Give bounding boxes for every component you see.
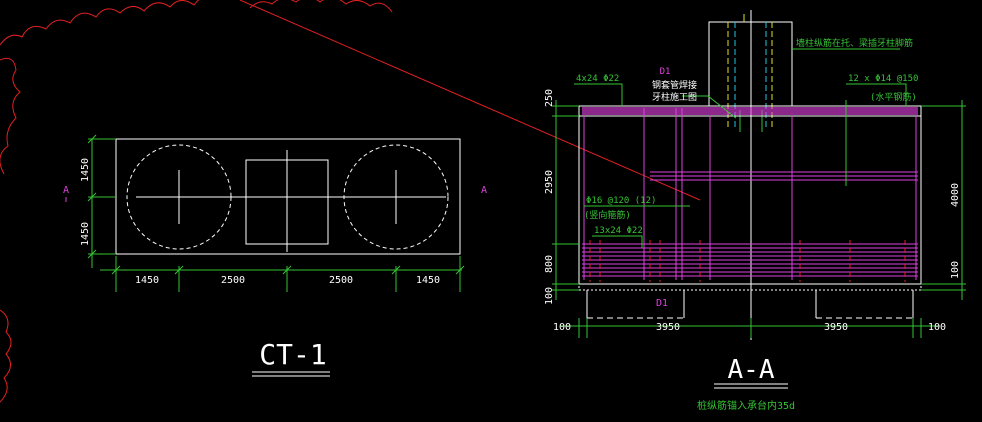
plan-view: 1450 1450 1450 2500 2500 1450 A A CT-1	[63, 134, 487, 377]
label-sleeve-line2: 牙柱施工图	[652, 91, 697, 103]
red-leader-line	[239, 0, 701, 201]
section-dim-bottom-3: 3950	[824, 322, 848, 333]
label-vertical-sub: (竖向箍筋)	[584, 209, 631, 221]
label-d1-bottom: D1	[656, 298, 668, 309]
section-dims-right	[921, 100, 966, 300]
section-dim-left-1: 250	[544, 89, 555, 107]
section-dim-bottom-4: 100	[928, 322, 946, 333]
vertical-stirrups	[583, 108, 917, 280]
section-mark-left: A	[63, 185, 69, 196]
blinding-layer	[578, 283, 922, 291]
section-dim-right-1: 4000	[950, 183, 961, 207]
section-dims-left	[552, 100, 579, 300]
piles-below	[586, 290, 914, 319]
label-bottom-bar: 13x24 Φ22	[594, 226, 643, 236]
section-mark-right: A	[481, 185, 487, 196]
plan-dim-left-1: 1450	[80, 158, 91, 182]
section-dim-left-4: 100	[544, 287, 555, 305]
section-caption: 桩纵筋锚入承台内35d	[697, 399, 795, 412]
revision-cloud	[0, 0, 393, 403]
middle-horizontal-bars	[650, 171, 918, 181]
section-dim-bottom-1: 100	[553, 322, 571, 333]
top-reinforcement	[582, 107, 918, 115]
label-vertical: Φ16 @120 (12)	[586, 196, 656, 206]
label-horizontal-sub: (水平钢筋)	[870, 91, 917, 103]
plan-dim-bottom-1: 1450	[135, 275, 159, 286]
plan-dim-bottom-4: 1450	[416, 275, 440, 286]
section-dim-left-3: 800	[544, 255, 555, 273]
pile-cap-outline	[578, 105, 922, 285]
label-horizontal: 12 x Φ14 @150	[848, 74, 918, 84]
section-title: A-A	[728, 355, 775, 385]
plan-dim-bottom-2: 2500	[221, 275, 245, 286]
plan-title: CT-1	[259, 338, 326, 371]
label-sleeve-line1: 钢套管焊接	[652, 79, 697, 91]
section-view: 250 2950 800 100 4000 100 100 3950 3950 …	[544, 10, 966, 412]
section-leaders	[574, 48, 907, 248]
label-d1-top: D1	[660, 67, 671, 77]
plan-dims-left	[87, 134, 116, 268]
pile-bars	[589, 240, 906, 282]
label-note-top: 墙柱纵筋在托、梁插牙柱脚筋	[796, 37, 913, 49]
section-dim-bottom-2: 3950	[656, 322, 680, 333]
section-dim-left-2: 2950	[544, 170, 555, 194]
section-dim-right-2: 100	[950, 261, 961, 279]
bottom-reinforcement	[582, 243, 918, 277]
plan-dim-bottom-3: 2500	[329, 275, 353, 286]
section-dims-bottom	[560, 318, 940, 338]
label-top-bar: 4x24 Φ22	[576, 74, 619, 84]
plan-dim-left-2: 1450	[80, 222, 91, 246]
plan-dims-bottom	[100, 256, 465, 292]
